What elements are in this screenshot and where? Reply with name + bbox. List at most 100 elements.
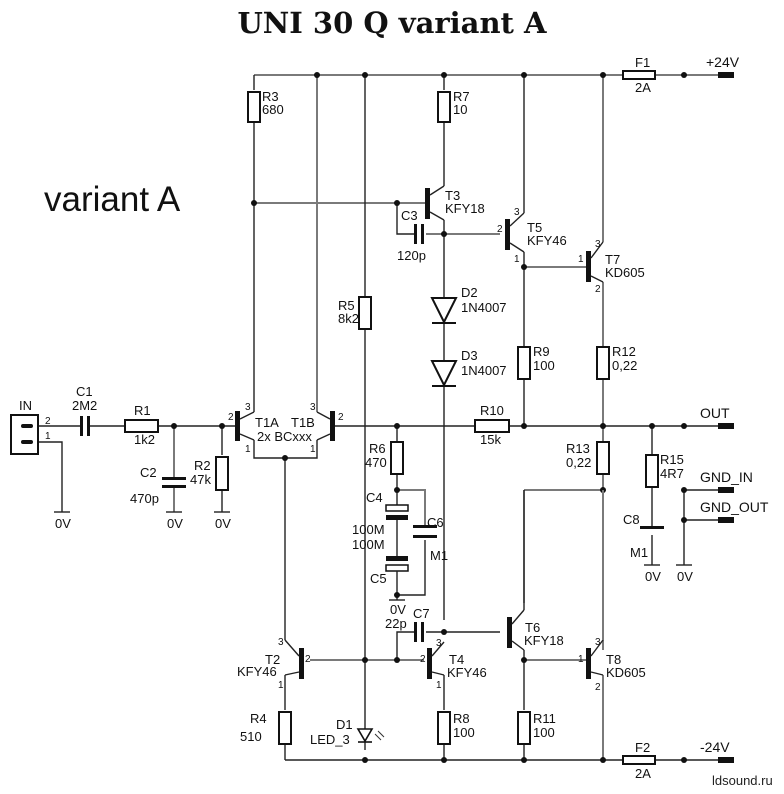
svg-text:2: 2 — [595, 284, 601, 295]
svg-text:C2: C2 — [140, 465, 157, 480]
svg-text:3: 3 — [245, 402, 251, 413]
svg-text:T5: T5 — [527, 220, 542, 235]
svg-text:100: 100 — [533, 725, 555, 740]
svg-text:R10: R10 — [480, 403, 504, 418]
fuse-f2 — [622, 755, 656, 765]
in-label: IN — [19, 398, 32, 413]
svg-text:2: 2 — [420, 654, 426, 665]
out-label: OUT — [700, 405, 730, 421]
svg-text:2: 2 — [595, 682, 601, 693]
resistor-r9 — [517, 346, 531, 380]
svg-text:T6: T6 — [525, 620, 540, 635]
svg-text:22p: 22p — [385, 616, 407, 631]
ground-symbols — [54, 511, 692, 601]
svg-text:2: 2 — [305, 654, 311, 665]
svg-text:C1: C1 — [76, 384, 93, 399]
terminals — [718, 72, 734, 763]
svg-text:1N4007: 1N4007 — [461, 300, 507, 315]
svg-text:1: 1 — [310, 444, 316, 455]
svg-text:C8: C8 — [623, 512, 640, 527]
svg-text:KFY46: KFY46 — [527, 233, 567, 248]
svg-text:120p: 120p — [397, 248, 426, 263]
pin-numbers: 2 2 3 3 1 1 2 3 1 1 3 2 2 3 1 2 3 1 1 3 … — [228, 207, 601, 693]
svg-text:2A: 2A — [635, 766, 651, 781]
svg-text:R7: R7 — [453, 89, 470, 104]
svg-text:100: 100 — [533, 358, 555, 373]
svg-text:100M: 100M — [352, 537, 385, 552]
resistor-r1 — [124, 419, 159, 433]
vplus-label: +24V — [706, 54, 740, 70]
svg-text:1: 1 — [245, 444, 251, 455]
vminus-label: -24V — [700, 739, 730, 755]
svg-text:C3: C3 — [401, 208, 418, 223]
svg-text:1N4007: 1N4007 — [461, 363, 507, 378]
svg-text:KD605: KD605 — [606, 665, 646, 680]
svg-text:8k2: 8k2 — [338, 311, 359, 326]
gnd-out-label: GND_OUT — [700, 499, 769, 515]
svg-text:1: 1 — [578, 254, 584, 265]
svg-text:KFY46: KFY46 — [447, 665, 487, 680]
svg-text:D2: D2 — [461, 285, 478, 300]
transistors — [235, 185, 604, 679]
svg-text:R3: R3 — [262, 89, 279, 104]
svg-text:10: 10 — [453, 102, 467, 117]
svg-text:R11: R11 — [533, 711, 556, 726]
resistor-r12 — [596, 346, 610, 380]
ground-label: 0V — [677, 569, 693, 584]
svg-text:R12: R12 — [612, 344, 636, 359]
svg-text:510: 510 — [240, 729, 262, 744]
input-connector — [10, 414, 39, 455]
svg-text:R1: R1 — [134, 403, 151, 418]
svg-text:C7: C7 — [413, 606, 430, 621]
svg-text:T2: T2 — [265, 652, 280, 667]
junctions — [171, 72, 687, 763]
svg-text:2: 2 — [338, 412, 344, 423]
resistor-r5 — [358, 296, 372, 330]
in-pin2: 2 — [45, 416, 51, 427]
svg-text:R8: R8 — [453, 711, 470, 726]
ground-label: 0V — [390, 602, 406, 617]
gnd-in-label: GND_IN — [700, 469, 753, 485]
svg-text:1: 1 — [278, 680, 284, 691]
svg-text:470p: 470p — [130, 491, 159, 506]
svg-text:R13: R13 — [566, 441, 590, 456]
svg-text:3: 3 — [595, 239, 601, 250]
svg-text:680: 680 — [262, 102, 284, 117]
resistor-r10 — [474, 419, 510, 433]
svg-text:2x BCxxx: 2x BCxxx — [257, 429, 312, 444]
svg-text:M1: M1 — [430, 548, 448, 563]
svg-text:C5: C5 — [370, 571, 387, 586]
svg-text:3: 3 — [514, 207, 520, 218]
svg-text:100: 100 — [453, 725, 475, 740]
svg-text:LED_3: LED_3 — [310, 732, 350, 747]
svg-text:1k2: 1k2 — [134, 432, 155, 447]
ground-label: 0V — [167, 516, 183, 531]
svg-text:D1: D1 — [336, 717, 353, 732]
svg-text:T8: T8 — [606, 652, 621, 667]
svg-text:T7: T7 — [605, 252, 620, 267]
svg-text:2A: 2A — [635, 80, 651, 95]
svg-text:KFY46: KFY46 — [237, 664, 277, 679]
svg-text:3: 3 — [595, 637, 601, 648]
resistor-r4 — [278, 711, 292, 745]
svg-text:KD605: KD605 — [605, 265, 645, 280]
resistors — [124, 70, 659, 765]
svg-text:2: 2 — [497, 224, 503, 235]
svg-text:R2: R2 — [194, 458, 211, 473]
svg-text:0,22: 0,22 — [612, 358, 637, 373]
variant-label: variant A — [44, 180, 181, 219]
resistor-r7 — [437, 91, 451, 123]
svg-text:1: 1 — [436, 680, 442, 691]
svg-text:KFY18: KFY18 — [524, 633, 564, 648]
svg-text:C6: C6 — [427, 515, 444, 530]
svg-text:D3: D3 — [461, 348, 478, 363]
resistor-r11 — [517, 711, 531, 745]
svg-text:1: 1 — [514, 254, 520, 265]
svg-text:4R7: 4R7 — [660, 466, 684, 481]
watermark: ldsound.ru — [712, 773, 773, 788]
schematic-title: UNI 30 Q variant A — [237, 6, 547, 40]
svg-text:15k: 15k — [480, 432, 501, 447]
svg-text:3: 3 — [436, 638, 442, 649]
svg-text:T1B: T1B — [291, 415, 315, 430]
